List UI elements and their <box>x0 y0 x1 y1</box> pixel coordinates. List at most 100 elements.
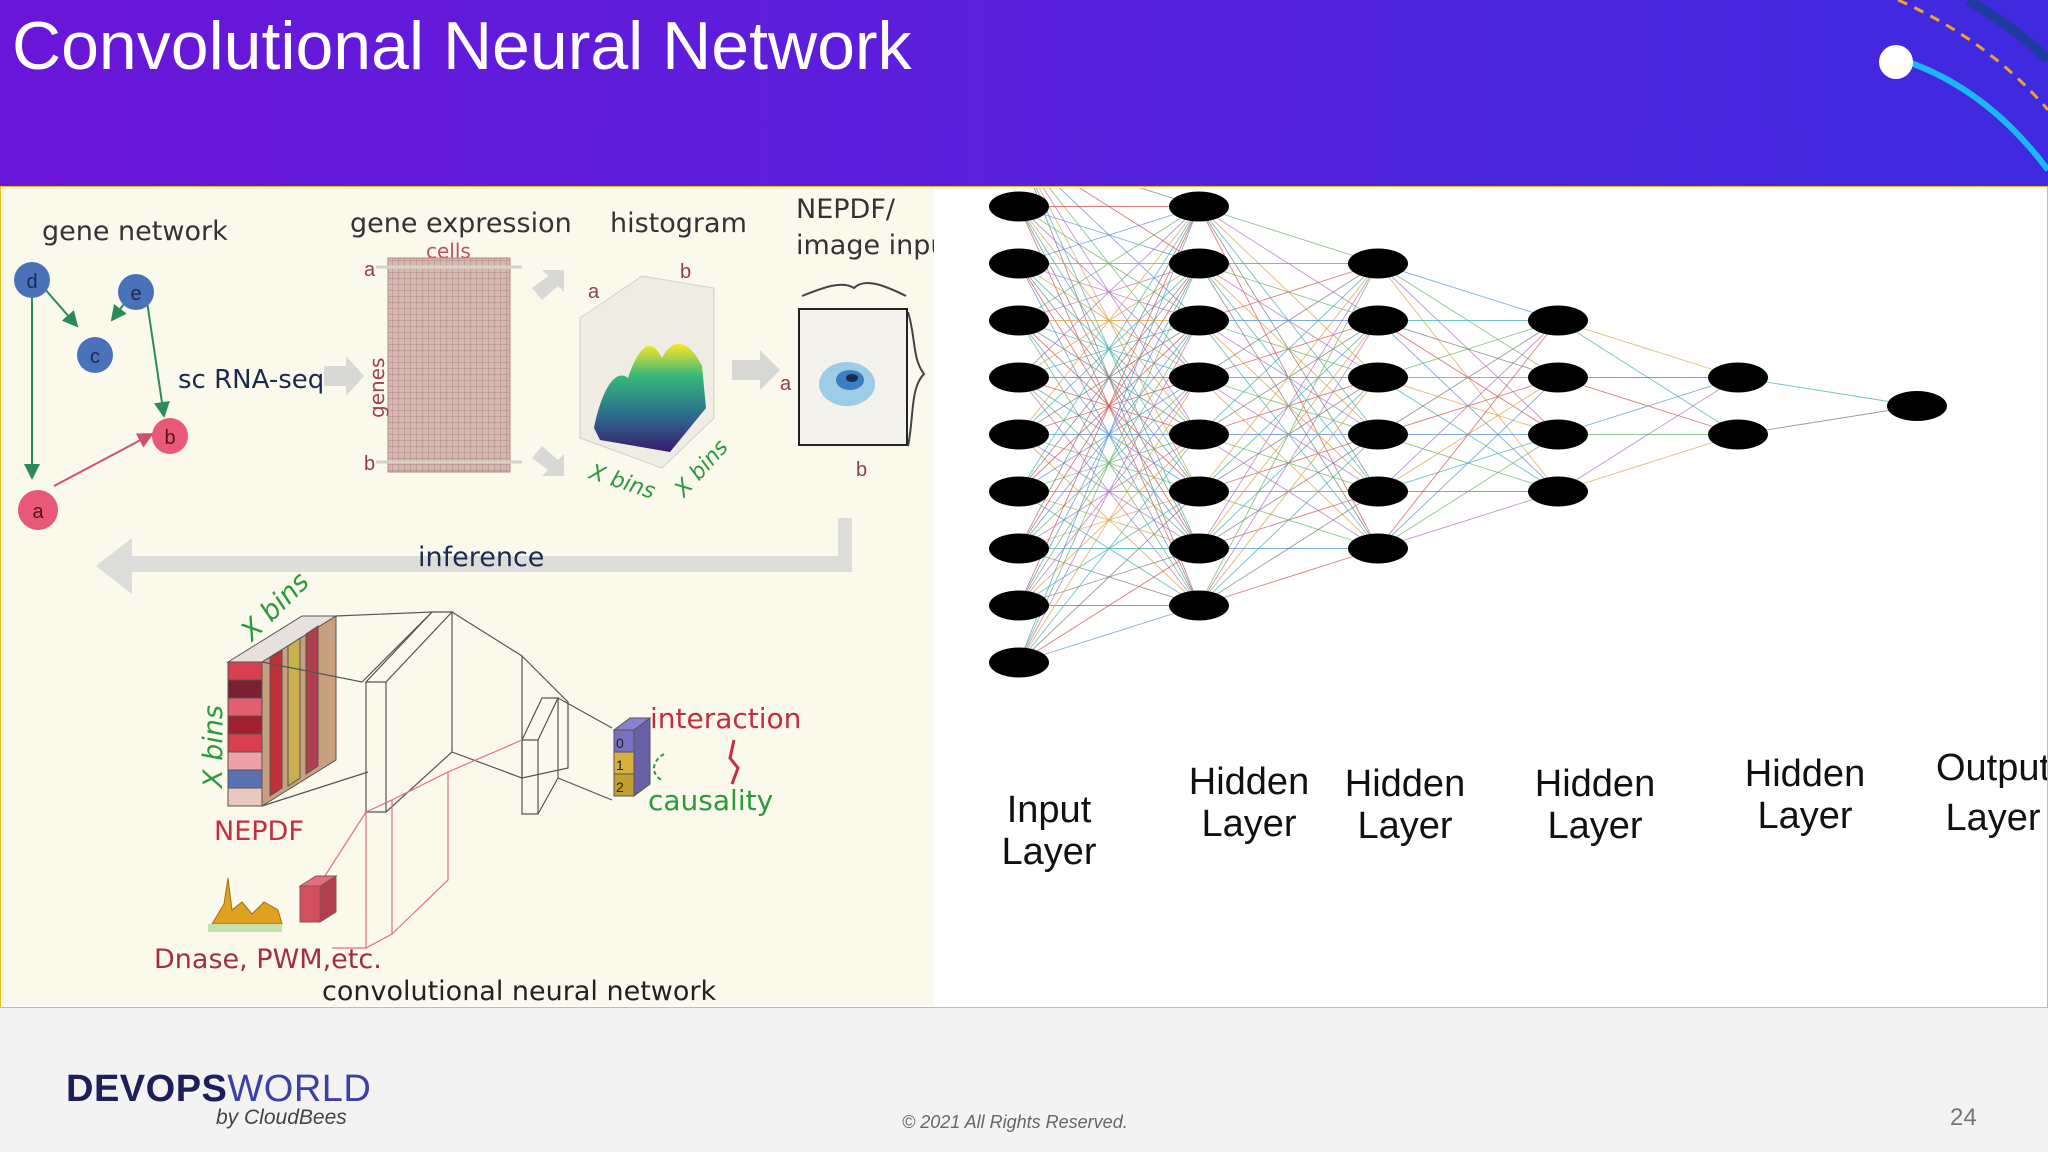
network-node <box>1169 419 1229 450</box>
network-edge <box>1377 320 1559 378</box>
network-node <box>989 362 1049 393</box>
node-d-label: d <box>26 271 37 293</box>
network-edge <box>1139 188 1200 207</box>
network-edge <box>1018 491 1200 663</box>
gene-network-label: gene network <box>42 216 228 247</box>
network-node <box>989 590 1049 621</box>
node-a-label: a <box>32 501 44 523</box>
arrow-right-2 <box>732 350 780 390</box>
arrow-up-right <box>532 270 564 300</box>
layer-label: Hidden <box>1345 763 1465 805</box>
cnn-label: convolutional neural network <box>322 976 717 1006</box>
histogram-label: histogram <box>610 208 747 239</box>
output-cube <box>612 717 652 797</box>
layer-label: Layer <box>1547 805 1642 847</box>
network-edge <box>1377 320 1559 435</box>
brand-sub: by CloudBees <box>216 1106 347 1129</box>
devopsworld-logo: DEVOPSWORLD <box>66 1068 371 1111</box>
node-c-label: c <box>90 346 100 368</box>
nepdf-stack <box>226 615 338 807</box>
network-node <box>1348 533 1408 564</box>
slide-header: Convolutional Neural Network <box>0 0 2048 186</box>
network-edge <box>1737 377 1918 407</box>
hist-axis-a: a <box>588 281 600 303</box>
gene-expression-label: gene expression <box>350 208 572 239</box>
network-edge <box>1198 263 1379 549</box>
layer-label: Output <box>1936 747 2047 789</box>
network-node <box>989 191 1049 222</box>
network-edge <box>1198 263 1379 378</box>
page-number: 24 <box>1950 1104 1977 1131</box>
network-edge <box>1018 206 1200 435</box>
network-edge <box>1198 320 1379 606</box>
expression-matrix <box>387 257 511 473</box>
network-edge <box>1198 263 1379 492</box>
network-node <box>1169 476 1229 507</box>
layer-label: Layer <box>1357 805 1452 847</box>
hist-xbins-1: X bins <box>585 460 658 505</box>
network-nodes <box>989 191 1947 678</box>
network-edge <box>1377 491 1559 549</box>
layer-label: Input <box>1007 789 1092 831</box>
network-node <box>1169 248 1229 279</box>
network-edge <box>1377 320 1559 492</box>
layer-label: Layer <box>1201 803 1296 845</box>
network-node <box>1528 305 1588 336</box>
network-node <box>1169 305 1229 336</box>
network-edge <box>1377 377 1559 549</box>
network-node <box>1348 305 1408 336</box>
hist-axis-b: b <box>680 261 691 283</box>
node-b <box>152 418 188 454</box>
network-node <box>1528 362 1588 393</box>
network-edge <box>1557 377 1739 492</box>
out-1: 1 <box>616 757 624 773</box>
network-node <box>1348 476 1408 507</box>
inference-arrow <box>96 518 852 594</box>
network-node <box>989 533 1049 564</box>
network-node <box>989 248 1049 279</box>
node-b-label: b <box>164 427 175 449</box>
layer-label: Hidden <box>1745 753 1865 795</box>
brand-strong: DEVOPS <box>66 1068 228 1110</box>
slide-footer <box>0 1008 2048 1152</box>
copyright: © 2021 All Rights Reserved. <box>902 1112 1128 1132</box>
node-c <box>77 337 113 373</box>
matrix-row-a: a <box>364 259 376 281</box>
nepdf-axis-a: a <box>780 373 792 395</box>
network-edge <box>1018 206 1200 492</box>
network-node <box>1169 191 1229 222</box>
network-node <box>1887 391 1947 421</box>
nepdf-title-2: image input <box>796 230 934 261</box>
dnase-label: Dnase, PWM,etc. <box>154 944 382 975</box>
sc-rna-seq-label: sc RNA-seq <box>178 365 324 395</box>
neural-network-diagram: InputLayerHiddenLayerHiddenLayerHiddenLa… <box>989 188 2047 873</box>
layer-label: Layer <box>1757 795 1852 837</box>
network-edge <box>1377 434 1559 549</box>
network-edge <box>1038 188 1200 492</box>
network-edge <box>1198 377 1379 606</box>
nepdf-xbins-side: X bins <box>198 705 229 790</box>
network-edge <box>1018 206 1200 321</box>
network-edge <box>1377 320 1559 549</box>
arrow-right <box>324 356 364 396</box>
network-edge <box>1377 263 1559 321</box>
network-edge <box>1018 605 1200 663</box>
network-edge <box>1198 548 1379 606</box>
network-edge <box>1018 548 1200 663</box>
network-edge <box>1018 206 1200 606</box>
network-edge <box>1018 206 1200 264</box>
network-edge <box>1737 405 1918 435</box>
nepdf-title-1: NEPDF/ <box>796 194 896 225</box>
causality-label: causality <box>648 784 773 817</box>
network-edge <box>1198 263 1379 435</box>
network-node <box>1708 419 1768 450</box>
inference-label: inference <box>418 542 544 573</box>
network-edges <box>1018 188 1918 663</box>
out-2: 2 <box>616 779 624 795</box>
network-node <box>1169 590 1229 621</box>
network-node <box>1169 533 1229 564</box>
node-a <box>18 490 58 530</box>
network-edge <box>1198 206 1379 264</box>
layer-label: Layer <box>1001 831 1096 873</box>
network-node <box>989 647 1049 678</box>
